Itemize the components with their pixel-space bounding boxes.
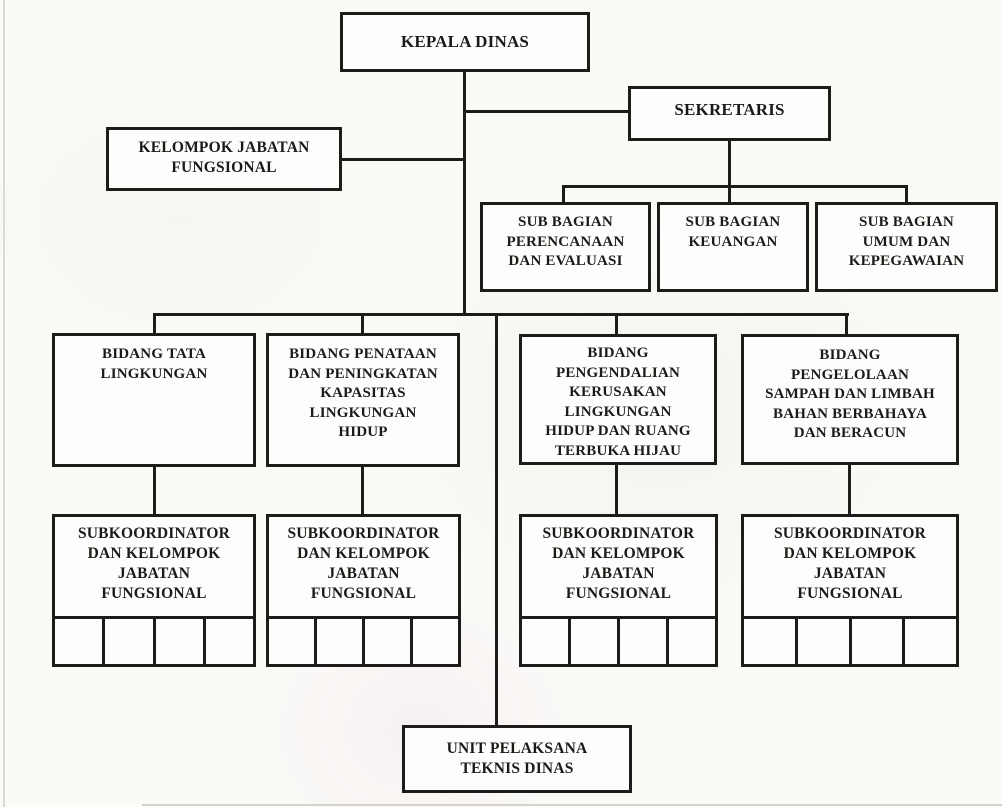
connector-subkoordinator-4 [848,465,851,514]
kepala-dinas-box: KEPALA DINAS [340,12,590,72]
connector-bidang-drop-1 [153,313,156,334]
kelompok-jabatan-fungsional-box: KELOMPOK JABATAN FUNGSIONAL [106,127,342,191]
connector-subbagian-drop-1 [562,185,565,203]
jabatan-cell [365,619,413,664]
jabatan-cell-row-4 [744,616,956,664]
connector-kelompok-h [342,158,465,161]
bidang-penataan-label: BIDANG PENATAAN DAN PENINGKATAN KAPASITA… [288,346,438,440]
subkoordinator-box-3: SUBKOORDINATOR DAN KELOMPOK JABATAN FUNG… [519,514,718,667]
sekretaris-label: SEKRETARIS [674,100,785,119]
connector-subkoordinator-2 [361,467,364,514]
jabatan-cell [205,619,253,664]
kelompok-jabatan-fungsional-label: KELOMPOK JABATAN FUNGSIONAL [138,139,310,177]
jabatan-cell [155,619,206,664]
jabatan-cell [413,619,458,664]
connector-trunk-kepala [463,72,466,315]
scan-left-edge-line [3,0,5,807]
bidang-pengelolaan-label: BIDANG PENGELOLAAN SAMPAH DAN LIMBAH BAH… [765,347,935,441]
jabatan-cell-row-3 [522,616,715,664]
bidang-pengendalian-box: BIDANG PENGENDALIAN KERUSAKAN LINGKUNGAN… [519,334,717,465]
jabatan-cell [744,619,798,664]
subkoordinator-box-1: SUBKOORDINATOR DAN KELOMPOK JABATAN FUNG… [52,514,256,667]
jabatan-cell [905,619,956,664]
subkoordinator-box-4: SUBKOORDINATOR DAN KELOMPOK JABATAN FUNG… [741,514,959,667]
subkoordinator-label-3: SUBKOORDINATOR DAN KELOMPOK JABATAN FUNG… [542,525,695,603]
connector-bidang-drop-3 [615,313,618,335]
jabatan-cell [571,619,620,664]
sub-bagian-keuangan-label: SUB BAGIAN KEUANGAN [685,214,781,250]
bidang-tata-lingkungan-label: BIDANG TATA LINGKUNGAN [100,346,208,382]
connector-subbagian-drop-2 [728,185,731,203]
connector-bidang-h [153,313,849,316]
unit-pelaksana-box: UNIT PELAKSANA TEKNIS DINAS [402,725,632,793]
subkoordinator-box-2: SUBKOORDINATOR DAN KELOMPOK JABATAN FUNG… [266,514,461,667]
bidang-tata-lingkungan-box: BIDANG TATA LINGKUNGAN [52,333,256,467]
sub-bagian-perencanaan-label: SUB BAGIAN PERENCANAAN DAN EVALUASI [506,214,625,269]
subkoordinator-label-1: SUBKOORDINATOR DAN KELOMPOK JABATAN FUNG… [77,525,231,603]
connector-sekretaris-h [465,110,628,113]
subkoordinator-label-4: SUBKOORDINATOR DAN KELOMPOK JABATAN FUNG… [773,525,927,603]
jabatan-cell [55,619,106,664]
connector-subkoordinator-3 [615,465,618,514]
sub-bagian-umum-label: SUB BAGIAN UMUM DAN KEPEGAWAIAN [848,214,965,269]
jabatan-cell [317,619,365,664]
sub-bagian-perencanaan-box: SUB BAGIAN PERENCANAAN DAN EVALUASI [480,202,651,292]
jabatan-cell [105,619,156,664]
jabatan-cell [620,619,669,664]
unit-pelaksana-label: UNIT PELAKSANA TEKNIS DINAS [446,740,588,778]
connector-sekretaris-v [728,141,731,188]
bidang-pengelolaan-box: BIDANG PENGELOLAAN SAMPAH DAN LIMBAH BAH… [741,334,959,465]
connector-subbagian-drop-3 [905,185,908,203]
connector-bidang-drop-4 [845,313,848,335]
sub-bagian-keuangan-box: SUB BAGIAN KEUANGAN [657,202,809,292]
subkoordinator-label-2: SUBKOORDINATOR DAN KELOMPOK JABATAN FUNG… [287,525,440,603]
bidang-pengendalian-label: BIDANG PENGENDALIAN KERUSAKAN LINGKUNGAN… [545,345,691,459]
bidang-penataan-box: BIDANG PENATAAN DAN PENINGKATAN KAPASITA… [266,333,460,467]
jabatan-cell [522,619,571,664]
jabatan-cell [851,619,906,664]
jabatan-cell-row-1 [55,616,253,664]
jabatan-cell [669,619,715,664]
sub-bagian-umum-box: SUB BAGIAN UMUM DAN KEPEGAWAIAN [815,202,998,292]
jabatan-cell [797,619,852,664]
connector-trunk-unit [495,313,498,725]
sekretaris-box: SEKRETARIS [628,86,831,141]
jabatan-cell [269,619,317,664]
connector-subkoordinator-1 [153,467,156,514]
scan-bottom-edge-line [142,804,1002,806]
connector-bidang-drop-2 [361,313,364,334]
jabatan-cell-row-2 [269,616,458,664]
kepala-dinas-label: KEPALA DINAS [400,31,530,51]
connector-subbagian-h [562,185,908,188]
